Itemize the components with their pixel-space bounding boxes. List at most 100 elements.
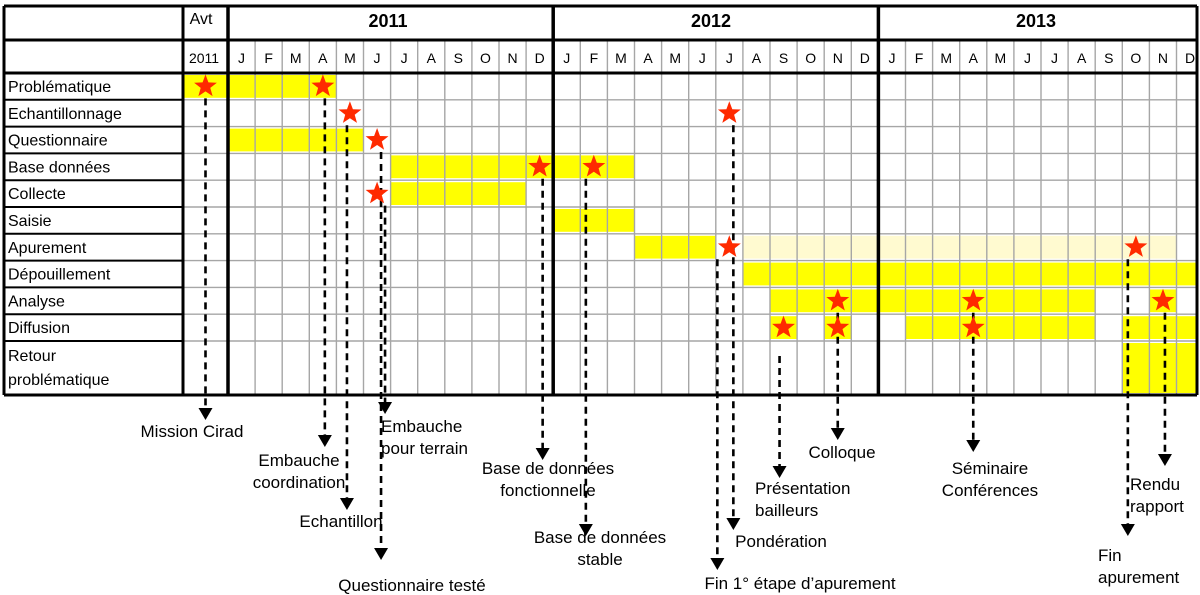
month-label: J (726, 50, 733, 66)
task-bar (228, 128, 364, 152)
month-label: F (915, 50, 924, 66)
month-label: J (699, 50, 706, 66)
arrowhead-icon (772, 466, 787, 478)
task-label: Base données (8, 159, 110, 176)
arrowhead-icon (339, 498, 354, 510)
month-label: N (833, 50, 843, 66)
annotation-mission-cirad: Mission Cirad (141, 422, 244, 441)
task-bar (742, 262, 1197, 286)
month-label: A (969, 50, 979, 66)
month-label: A (752, 50, 762, 66)
milestone-star-icon (717, 101, 741, 123)
annotation-questionnaire-teste: Questionnaire testé (338, 576, 485, 595)
annotation-colloque: Colloque (808, 443, 875, 462)
month-label: F (264, 50, 273, 66)
task-bar (183, 75, 337, 98)
month-label: M (995, 50, 1007, 66)
arrowhead-icon (1120, 524, 1135, 536)
arrowhead-icon (1157, 454, 1172, 466)
month-label: M (669, 50, 681, 66)
month-label: M (344, 50, 356, 66)
month-label: O (1130, 50, 1141, 66)
month-label: A (643, 50, 653, 66)
annotation-presentation-bailleurs: bailleurs (755, 501, 818, 520)
annotation-fin-apurement: apurement (1098, 568, 1180, 587)
milestone-annotations: Mission Cirad Embauche coordinationEchanti… (141, 417, 1185, 595)
month-label: D (535, 50, 545, 66)
task-bar (1122, 316, 1197, 339)
month-label: M (940, 50, 952, 66)
annotation-embauche-terrain: pour terrain (381, 439, 468, 458)
task-bar (390, 155, 635, 179)
milestone-star-icon (826, 315, 850, 338)
task-label: Questionnaire (8, 133, 108, 150)
task-label: Apurement (8, 240, 87, 257)
annotation-embauche-terrain: Embauche (381, 417, 462, 436)
annotation-base-fonctionnelle: fonctionnelle (500, 481, 595, 500)
month-label: S (1104, 50, 1113, 66)
month-label: D (1185, 50, 1195, 66)
milestone-star-icon (365, 181, 389, 204)
task-bar (905, 316, 1096, 339)
month-label: M (615, 50, 627, 66)
milestone-star-icon (311, 74, 335, 97)
annotation-fin-apurement: Fin (1098, 546, 1122, 565)
month-label: J (563, 50, 570, 66)
arrowhead-icon (378, 402, 393, 414)
month-label: A (1077, 50, 1087, 66)
milestone-star-icon (826, 288, 850, 311)
month-label: N (507, 50, 517, 66)
milestone-star-icon (772, 315, 795, 338)
month-label: J (374, 50, 381, 66)
milestone-stars (194, 74, 1175, 338)
month-label: N (1158, 50, 1168, 66)
task-label: Diffusion (8, 320, 70, 337)
annotation-presentation-bailleurs: Présentation (755, 479, 850, 498)
month-label: J (1051, 50, 1058, 66)
arrowhead-icon (317, 435, 332, 447)
month-label: O (480, 50, 491, 66)
month-label: D (860, 50, 870, 66)
milestone-star-icon (961, 315, 985, 338)
annotation-ponderation: Pondération (735, 532, 827, 551)
milestone-star-icon (717, 235, 741, 257)
annotation-rendu-rapport: Rendu (1130, 475, 1180, 494)
task-labels: ProblématiqueEchantillonnageQuestionnair… (8, 79, 122, 389)
task-label: Problématique (8, 79, 111, 96)
task-label: Retour (8, 348, 57, 365)
arrowhead-icon (578, 524, 593, 536)
milestone-star-icon (961, 288, 985, 311)
annotation-base-stable: Base de données (534, 528, 666, 547)
task-label: Echantillonnage (8, 106, 122, 123)
arrowhead-icon (535, 448, 550, 460)
before-year: 2011 (189, 50, 219, 66)
month-label: S (454, 50, 463, 66)
milestone-star-icon (365, 128, 389, 150)
annotation-rendu-rapport: rapport (1130, 497, 1184, 516)
annotation-base-stable: stable (577, 550, 622, 569)
year-2011: 2011 (368, 11, 407, 31)
milestone-star-icon (528, 154, 552, 177)
annotation-seminaire-conferences: Séminaire (952, 459, 1029, 478)
task-label: Dépouillement (8, 267, 111, 284)
month-label: J (1024, 50, 1031, 66)
month-label: A (427, 50, 437, 66)
task-label: Saisie (8, 213, 52, 230)
annotation-embauche-coordination: coordination (253, 473, 346, 492)
task-bar (390, 182, 527, 205)
arrowhead-icon (966, 440, 981, 452)
task-bar (1122, 343, 1197, 393)
month-label: F (590, 50, 599, 66)
year-2012: 2012 (691, 11, 731, 31)
milestone-star-icon (194, 74, 217, 97)
task-label: Analyse (8, 293, 65, 310)
milestone-star-icon (1124, 235, 1148, 257)
month-label: J (238, 50, 245, 66)
month-label: M (290, 50, 302, 66)
arrowhead-icon (726, 518, 741, 530)
arrowhead-icon (374, 548, 389, 560)
annotation-echantillon: Echantillon (299, 512, 382, 531)
arrowhead-icon (198, 408, 213, 420)
month-label: S (779, 50, 788, 66)
